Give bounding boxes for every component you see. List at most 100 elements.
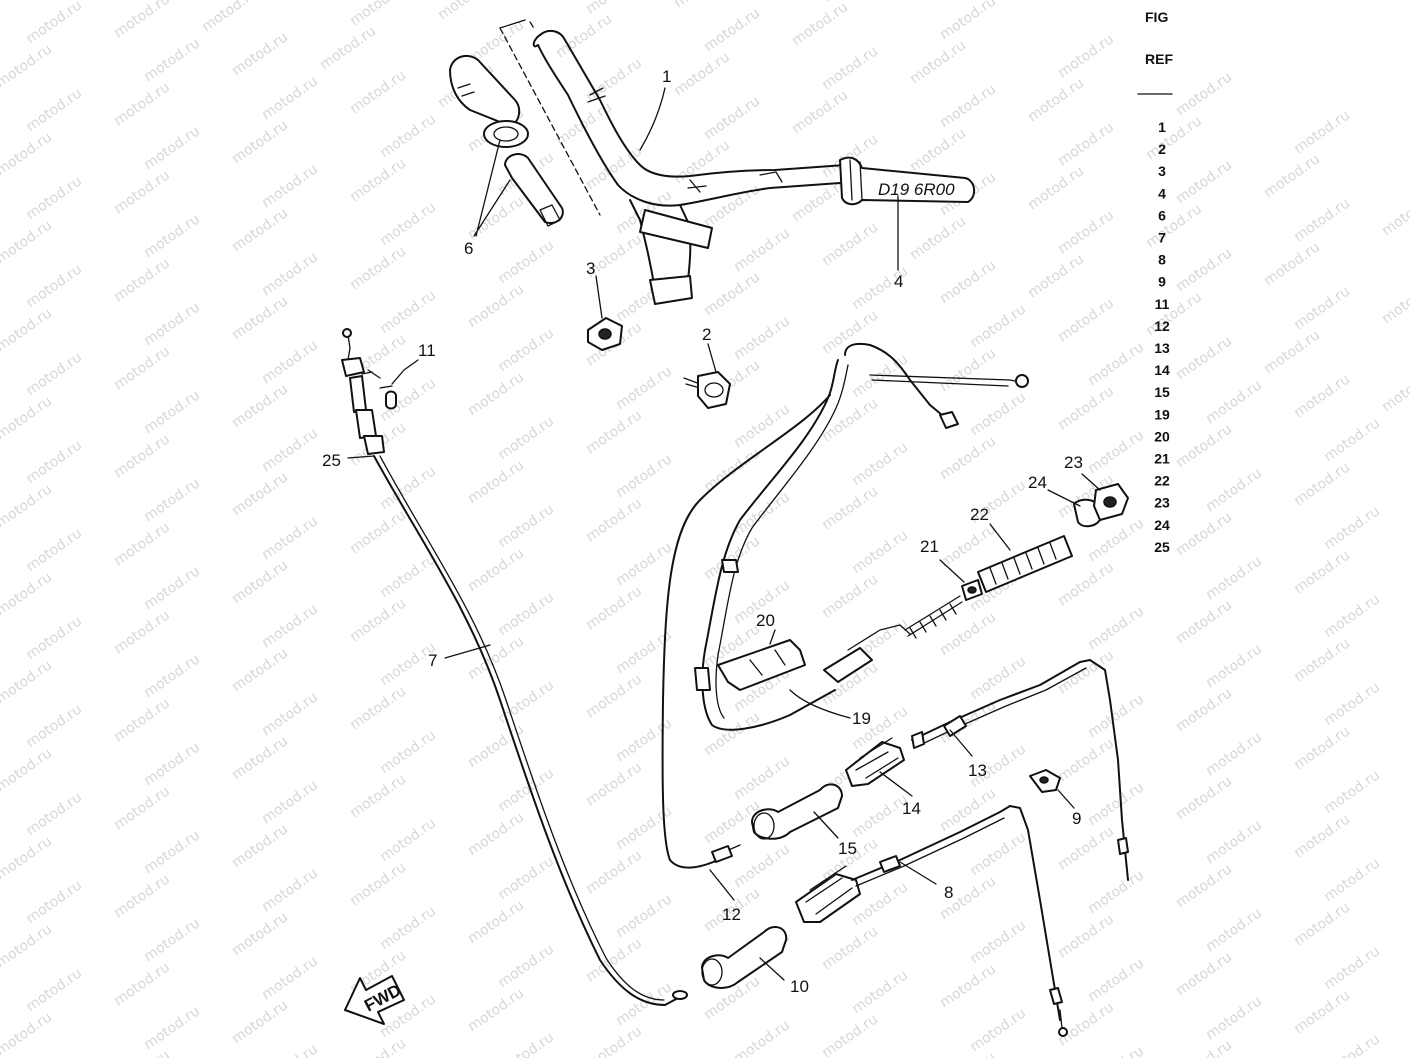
ref-item: 15 (1154, 384, 1170, 400)
watermark-text: motod.ru (23, 173, 85, 223)
watermark-text: motod.ru (937, 609, 999, 659)
watermark-text: motod.ru (1291, 547, 1353, 597)
throttle-cable (341, 328, 688, 1006)
watermark-text: motod.ru (141, 915, 203, 965)
watermark-text: motod.ru (937, 521, 999, 571)
watermark-text: motod.ru (1261, 327, 1323, 377)
watermark-text: motod.ru (937, 257, 999, 307)
ref-item: 25 (1154, 539, 1170, 555)
ref-item: 9 (1158, 274, 1166, 290)
watermark-text: motod.ru (1321, 679, 1383, 729)
watermark-text: motod.ru (1321, 415, 1383, 465)
watermark-text: motod.ru (731, 401, 793, 451)
watermark-text: motod.ru (819, 571, 881, 621)
watermark-text: motod.ru (259, 601, 321, 651)
watermark-text: motod.ru (259, 513, 321, 563)
ref-item: 14 (1154, 362, 1170, 378)
watermark-text: motod.ru (1291, 635, 1353, 685)
watermark-text: motod.ru (731, 225, 793, 275)
watermark-text: motod.ru (141, 475, 203, 525)
handlebar (532, 29, 846, 305)
watermark-text: motod.ru (0, 833, 55, 883)
watermark-text: motod.ru (819, 1011, 881, 1058)
callout-19: 19 (852, 709, 871, 728)
watermark-text: motod.ru (819, 307, 881, 357)
watermark-text: motod.ru (1321, 855, 1383, 905)
watermark-text: motod.ru (937, 345, 999, 395)
watermark-text: motod.ru (435, 0, 497, 23)
watermark-text: motod.ru (0, 393, 55, 443)
watermark-text: motod.ru (111, 519, 173, 569)
watermark-text: motod.ru (0, 569, 55, 619)
watermark-text: motod.ru (967, 829, 1029, 879)
part-2-bolt (683, 371, 731, 409)
watermark-text: motod.ru (1203, 729, 1265, 779)
watermark-text: motod.ru (111, 255, 173, 305)
watermark-text: motod.ru (849, 439, 911, 489)
watermark-text: motod.ru (0, 217, 55, 267)
watermark-text: motod.ru (23, 877, 85, 927)
watermark-text: motod.ru (819, 395, 881, 445)
watermark-text: motod.ru (1085, 1043, 1147, 1058)
adjuster-assembly (717, 483, 1129, 691)
watermark-text: motod.ru (377, 815, 439, 865)
watermark-text: motod.ru (229, 293, 291, 343)
watermark-text: motod.ru (819, 0, 881, 5)
watermark-text: motod.ru (495, 501, 557, 551)
watermark-text: motod.ru (23, 701, 85, 751)
watermark-text: motod.ru (731, 841, 793, 891)
watermark-text: motod.ru (789, 87, 851, 137)
watermark-text: motod.ru (1085, 779, 1147, 829)
watermark-text: motod.ru (0, 0, 55, 3)
watermark-text: motod.ru (141, 739, 203, 789)
left-grip-parts (449, 19, 601, 227)
watermark-text: motod.ru (465, 985, 527, 1035)
fig-header: FIG (1145, 9, 1168, 25)
watermark-text: motod.ru (1203, 905, 1265, 955)
watermark-text: motod.ru (23, 437, 85, 487)
watermark-text: motod.ru (583, 55, 645, 105)
watermark-text: motod.ru (1379, 189, 1410, 239)
watermark-text: motod.ru (613, 891, 675, 941)
watermark-text: motod.ru (0, 921, 55, 971)
cable-19 (661, 342, 1029, 869)
watermark-text: motod.ru (347, 859, 409, 909)
watermark-text: motod.ru (1085, 603, 1147, 653)
watermark-text: motod.ru (731, 313, 793, 363)
watermark-text: motod.ru (141, 387, 203, 437)
watermark-text: motod.ru (1379, 277, 1410, 327)
watermark-text: motod.ru (259, 865, 321, 915)
callout-25: 25 (322, 451, 341, 470)
watermark-text: motod.ru (937, 0, 999, 43)
watermark-text: motod.ru (495, 1029, 557, 1058)
watermark-text: motod.ru (377, 551, 439, 601)
watermark-text: motod.ru (731, 753, 793, 803)
watermark-text: motod.ru (1025, 75, 1087, 125)
watermark-text: motod.ru (465, 281, 527, 331)
ref-item: 2 (1158, 141, 1166, 157)
ref-item: 20 (1154, 428, 1170, 444)
watermark-text: motod.ru (1203, 465, 1265, 515)
watermark-text: motod.ru (1321, 503, 1383, 553)
watermark-text: motod.ru (819, 219, 881, 269)
watermark-text: motod.ru (347, 67, 409, 117)
watermark-text: motod.ru (199, 0, 261, 35)
grip-text: D19 6R00 (878, 180, 955, 199)
callout-1: 1 (662, 67, 671, 86)
watermark-text: motod.ru (347, 595, 409, 645)
watermark-text: motod.ru (671, 137, 733, 187)
watermark-text: motod.ru (1291, 371, 1353, 421)
watermark-text: motod.ru (229, 821, 291, 871)
watermark-text: motod.ru (1025, 251, 1087, 301)
ref-item: 21 (1154, 451, 1170, 467)
callout-13: 13 (968, 761, 987, 780)
watermark-text: motod.ru (701, 445, 763, 495)
watermark-text: motod.ru (671, 49, 733, 99)
watermark-text: motod.ru (229, 205, 291, 255)
watermark-text: motod.ru (23, 261, 85, 311)
watermark-text: motod.ru (465, 897, 527, 947)
callout-6: 6 (464, 239, 473, 258)
callout-21: 21 (920, 537, 939, 556)
callout-11: 11 (418, 341, 436, 360)
cable-13-group (711, 659, 1129, 881)
